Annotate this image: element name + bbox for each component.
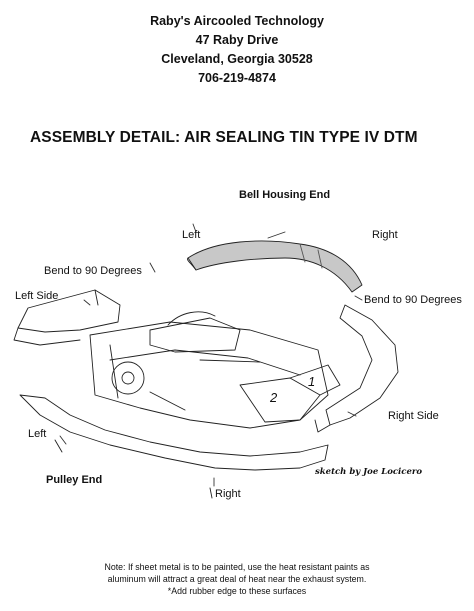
company-name: Raby's Aircooled Technology [150,14,324,28]
right-side-label: Right Side [388,410,439,422]
note-line-3: *Add rubber edge to these surfaces [167,586,307,596]
left-label-top: Left [182,229,201,241]
cylinder-2-label: 2 [270,390,278,405]
left-side-tin [13,289,121,346]
company-street: 47 Raby Drive [195,33,279,47]
left-label-bottom: Left [28,428,47,440]
bell-housing-tin [187,240,363,293]
bend-label-right: Bend to 90 Degrees [364,294,462,306]
company-phone: 706-219-4874 [198,71,276,85]
engine-block [89,311,341,429]
note-line-1: Note: If sheet metal is to be painted, u… [104,562,370,572]
right-label-top: Right [372,229,398,241]
left-side-label: Left Side [15,290,59,302]
cylinder-1-label: 1 [308,374,316,389]
pulley-end-label: Pulley End [46,474,103,486]
bell-housing-end-label: Bell Housing End [239,189,331,201]
note-line-2: aluminum will attract a great deal of he… [107,574,367,584]
right-label-bottom: Right [215,488,241,500]
company-city: Cleveland, Georgia 30528 [161,52,313,66]
leader-arrows [59,223,363,487]
document-title: ASSEMBLY DETAIL: AIR SEALING TIN TYPE IV… [30,129,418,146]
bend-label-left: Bend to 90 Degrees [44,265,142,277]
sketch-signature: sketch by Joe Locicero [315,467,423,477]
right-side-tin [314,304,399,433]
pulley-end-tin [19,394,329,499]
